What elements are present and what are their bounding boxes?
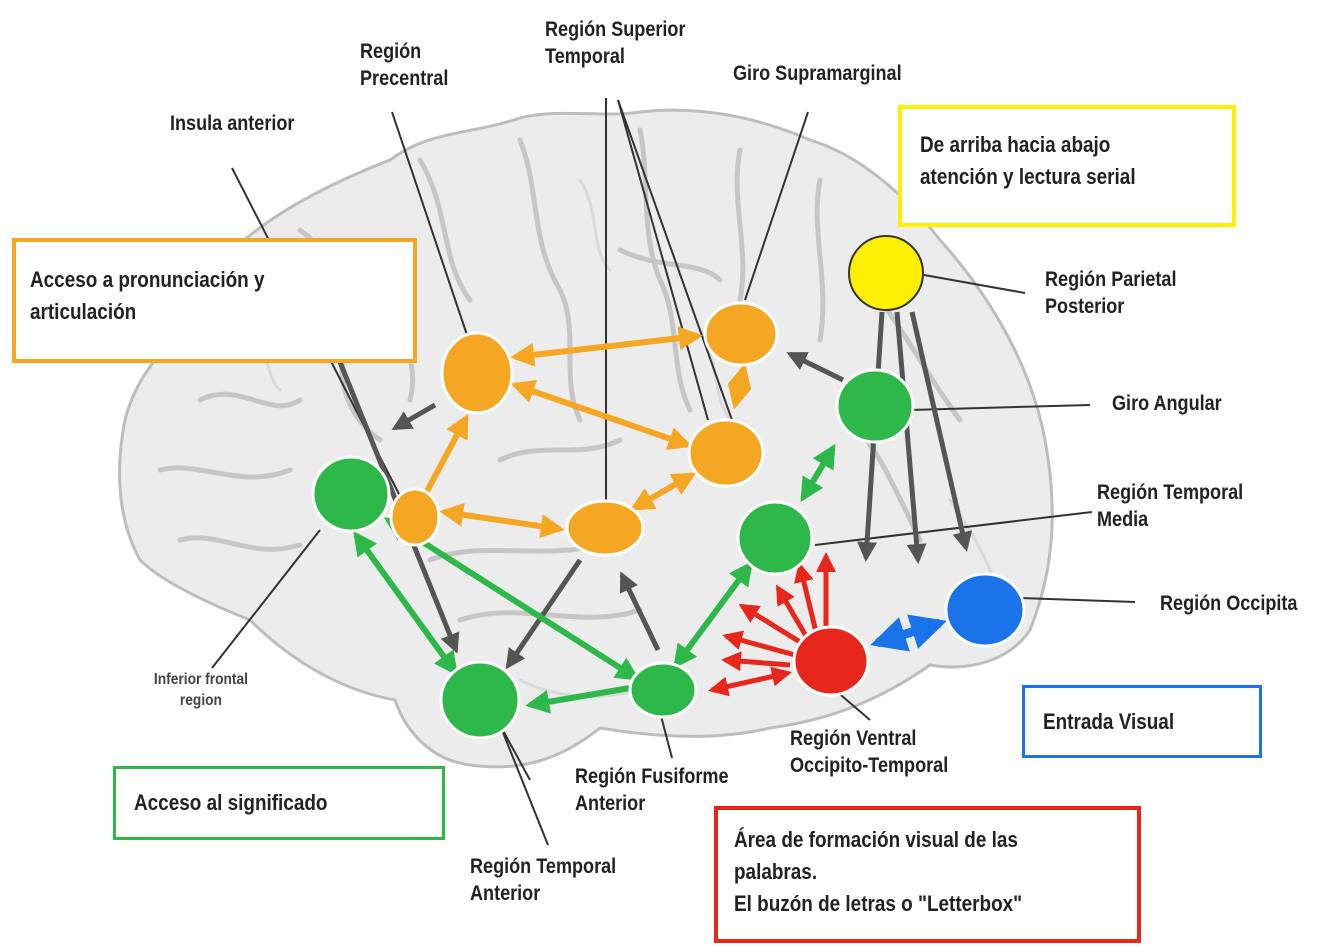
blue-arrow <box>870 614 947 652</box>
node-green-inferior-frontal <box>311 455 391 533</box>
node-green-angular <box>835 368 915 444</box>
label-middle-temporal: Región Temporal Media <box>1097 481 1244 532</box>
letterbox-box-text: Área de formación visual de las palabras… <box>734 827 1023 916</box>
top-down-box-text: De arriba hacia abajo atención y lectura… <box>920 132 1136 189</box>
node-green-fusiform <box>628 661 698 719</box>
visual-input-box: Entrada Visual <box>1022 685 1262 758</box>
pronunciation-box-text: Acceso a pronunciación y articulación <box>30 267 265 324</box>
label-inferior-frontal: Inferior frontal region <box>153 671 248 709</box>
label-posterior-parietal: Región Parietal Posterior <box>1045 268 1177 319</box>
node-blue-occipital <box>944 572 1026 648</box>
node-yellow-posterior-parietal <box>848 235 924 311</box>
node-orange-supramarginal <box>703 301 779 367</box>
node-green-middle-temporal <box>736 500 814 576</box>
node-green-anterior-temporal <box>439 660 521 740</box>
label-precentral: Región Precentral <box>360 40 449 91</box>
label-supramarginal: Giro Supramarginal <box>733 62 902 85</box>
node-orange-temporal-mid <box>565 499 645 557</box>
green-arrows <box>353 443 836 681</box>
node-orange-superior-temporal <box>687 418 765 488</box>
label-ventral: Región Ventral Occipito-Temporal <box>790 727 949 778</box>
label-occipital: Región Occipita <box>1160 592 1298 615</box>
meaning-box: Acceso al significado <box>113 766 445 840</box>
label-superior-temporal: Región Superior Temporal <box>545 18 686 69</box>
node-red-ventral <box>792 625 870 697</box>
label-anterior-temporal: Región Temporal Anterior <box>470 855 617 906</box>
node-orange-precentral <box>440 331 514 415</box>
letterbox-box: Área de formación visual de las palabras… <box>714 806 1141 943</box>
node-orange-inferior-frontal <box>389 487 441 547</box>
meaning-box-text: Acceso al significado <box>134 790 328 815</box>
red-arrows <box>721 552 836 672</box>
pronunciation-box: Acceso a pronunciación y articulación <box>12 238 417 363</box>
visual-input-box-text: Entrada Visual <box>1043 709 1175 734</box>
top-down-box: De arriba hacia abajo atención y lectura… <box>898 105 1236 227</box>
label-insula-anterior: Insula anterior <box>170 112 295 135</box>
label-fusiform: Región Fusiforme Anterior <box>575 765 729 816</box>
label-angular: Giro Angular <box>1112 392 1222 415</box>
